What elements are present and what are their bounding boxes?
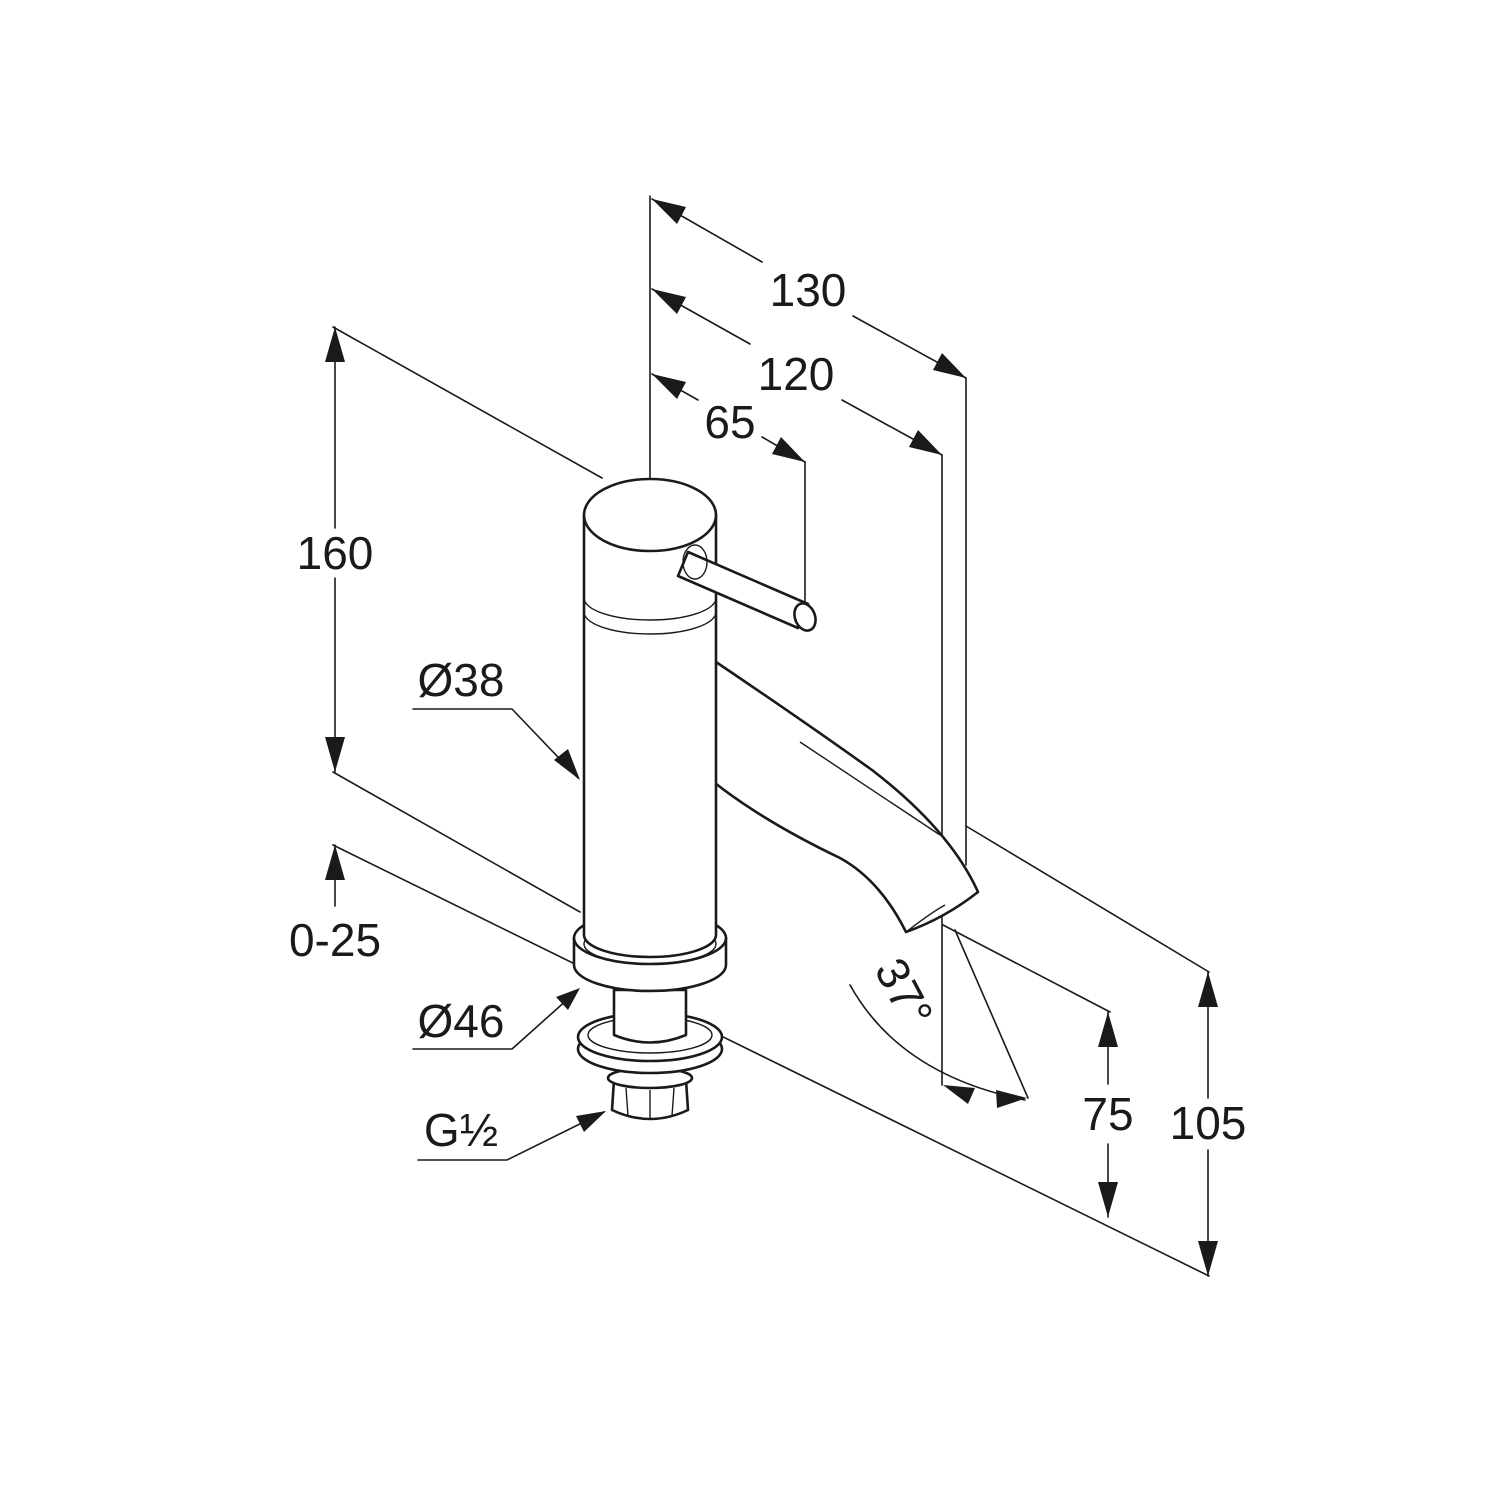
dim-65: 65 [704,396,755,448]
arrowheads [325,199,1218,1276]
dim-thread: G½ [424,1104,498,1156]
extension-lines [332,195,1210,1277]
top-cap [582,477,718,553]
dim-flange-diameter: Ø46 [418,995,505,1047]
leader-lines [412,708,605,1161]
dimension-labels: 130 120 65 160 Ø38 0-25 Ø46 G½ 37° 75 10… [289,264,1246,1156]
dim-120: 120 [758,348,835,400]
dim-105: 105 [1170,1097,1247,1149]
dim-130: 130 [770,264,847,316]
faucet-body [572,477,980,1121]
dim-160: 160 [297,527,374,579]
lever-handle [676,550,810,630]
dim-body-diameter: Ø38 [418,654,505,706]
dim-adjust-range: 0-25 [289,914,381,966]
body-cylinder [582,513,718,959]
threaded-shank [612,988,688,1044]
dim-75: 75 [1082,1088,1133,1140]
